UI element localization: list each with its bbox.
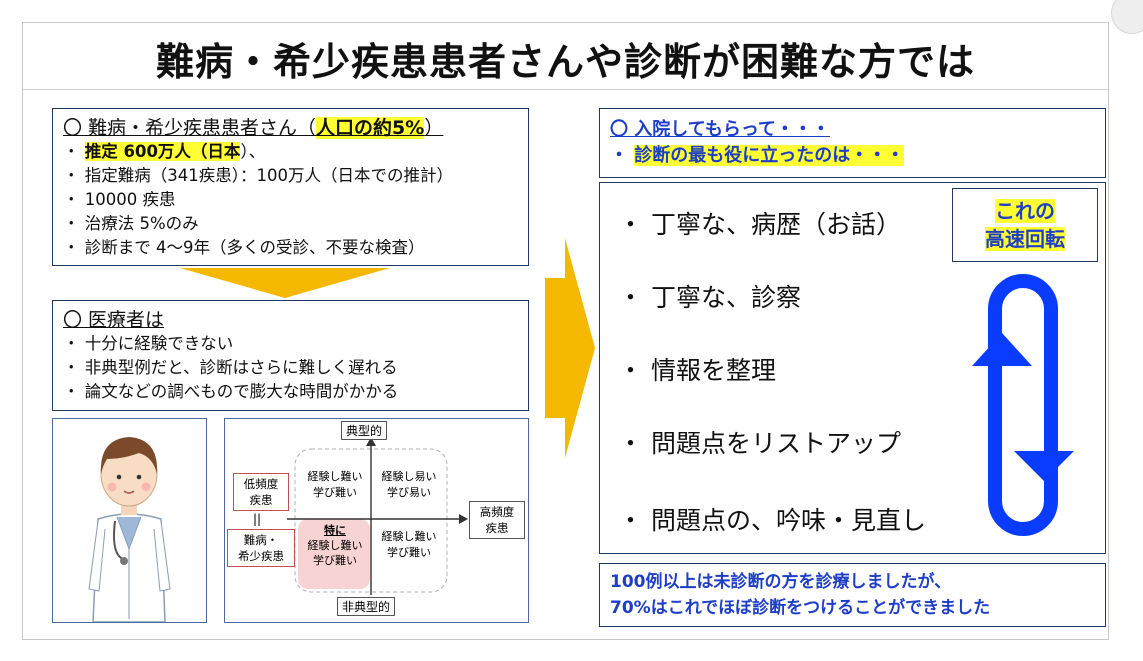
hospital-line1: 〇 入院してもらって・・・ <box>610 119 830 140</box>
low-frequency-label: 低頻度 疾患 <box>233 473 289 511</box>
matrix-diagram <box>287 437 468 595</box>
list-item: ・ 問題点をリストアップ <box>618 429 901 458</box>
medical-line: ・ 十分に経験できない <box>63 334 234 353</box>
quadrant-bottom-right: 経験し難い 学び難い <box>381 530 437 559</box>
typical-label: 典型的 <box>341 421 388 440</box>
patients-line: ・ 治療法 5%のみ <box>63 214 199 233</box>
cycle-loop-icon <box>972 274 1074 536</box>
medical-line: ・ 論文などの調べもので膨大な時間がかかる <box>63 382 399 401</box>
patients-line: ・ 診断まで 4～9年（多くの受診、不要な検査） <box>63 238 425 257</box>
title-bar: 難病・希少疾患患者さんや診断が困難な方では <box>23 23 1108 90</box>
list-item: ・ 丁寧な、診察 <box>618 283 801 312</box>
patients-line: ・ 指定難病（341疾患）：100万人（日本での推計） <box>63 166 453 185</box>
hospital-line2: ・ 診断の最も役に立ったのは・・・ <box>610 143 1095 169</box>
estimate-bullet: ・ <box>63 142 85 161</box>
population-highlight: 人口の約5% <box>316 117 425 139</box>
list-item: ・ 問題点の、吟味・見直し <box>618 506 926 535</box>
down-arrow-icon <box>180 268 390 298</box>
estimate-suffix: ）、 <box>240 142 266 161</box>
most-useful-highlight: 診断の最も役に立ったのは・・・ <box>634 145 905 166</box>
conclusion-line2: 70%はこれでほぼ診断をつけることができました <box>610 598 991 618</box>
corner-tab[interactable] <box>1111 0 1143 34</box>
doctor-illustration-box <box>52 418 207 623</box>
medical-line: ・ 非典型例だと、診断はさらに難しく遅れる <box>63 358 398 377</box>
conclusion-box: 100例以上は未診断の方を診療しましたが、 70%はこれでほぼ診断をつけることが… <box>599 563 1106 627</box>
cycle-label-line1-text: これの <box>995 199 1055 223</box>
list-item: ・ 丁寧な、病歴（お話） <box>618 210 901 239</box>
cycle-label-line1: これの <box>953 197 1097 225</box>
estimate-line: ・ 推定 600万人（日本）、 <box>63 140 518 164</box>
medical-box-title: 〇 医療者は <box>63 309 165 331</box>
medical-box: 〇 医療者は ・ 十分に経験できない ・ 非典型例だと、診断はさらに難しく遅れる… <box>52 300 529 411</box>
patients-title-end: ） <box>424 117 444 139</box>
matrix-box: 典型的 非典型的 低頻度 疾患 || 難病・ 希少疾患 高頻度 疾患 経験し難い… <box>224 418 529 623</box>
cycle-label-box: これの 高速回転 <box>952 188 1098 262</box>
patients-line: ・ 10000 疾患 <box>63 190 176 209</box>
right-arrow-icon <box>545 238 595 458</box>
patients-box: 〇 難病・希少疾患患者さん（人口の約5%） ・ 推定 600万人（日本）、 ・ … <box>52 108 529 266</box>
equals-mark: || <box>253 512 262 526</box>
estimate-highlight: 推定 600万人（日本 <box>84 142 241 161</box>
rare-disease-label: 難病・ 希少疾患 <box>227 529 295 567</box>
quadrant-top-left: 経験し難い 学び難い <box>307 470 363 499</box>
cycle-label-line2-text: 高速回転 <box>985 227 1065 251</box>
quadrant-emphasis: 特に <box>324 524 346 537</box>
list-item: ・ 情報を整理 <box>618 356 776 385</box>
conclusion-line1: 100例以上は未診断の方を診療しましたが、 <box>610 572 952 592</box>
atypical-label: 非典型的 <box>337 597 396 616</box>
slide-title: 難病・希少疾患患者さんや診断が困難な方では <box>155 40 975 84</box>
quadrant-bottom-left: 特に 経験し難い 学び難い <box>301 523 369 568</box>
cycle-label-line2: 高速回転 <box>953 225 1097 253</box>
quadrant-top-right: 経験し易い 学び易い <box>381 470 437 499</box>
patients-title-text: 〇 難病・希少疾患患者さん（ <box>63 117 317 139</box>
doctor-illustration <box>88 437 171 623</box>
hospital-box: 〇 入院してもらって・・・ ・ 診断の最も役に立ったのは・・・ <box>599 108 1106 178</box>
patients-box-title: 〇 難病・希少疾患患者さん（人口の約5%） <box>63 113 518 140</box>
hospital-line2-bullet: ・ <box>610 145 635 166</box>
list-box: ・ 丁寧な、病歴（お話） ・ 丁寧な、診察 ・ 情報を整理 ・ 問題点をリストア… <box>599 182 1106 554</box>
high-frequency-label: 高頻度 疾患 <box>469 501 525 539</box>
quadrant-bottom-left-text: 経験し難い 学び難い <box>307 539 363 567</box>
